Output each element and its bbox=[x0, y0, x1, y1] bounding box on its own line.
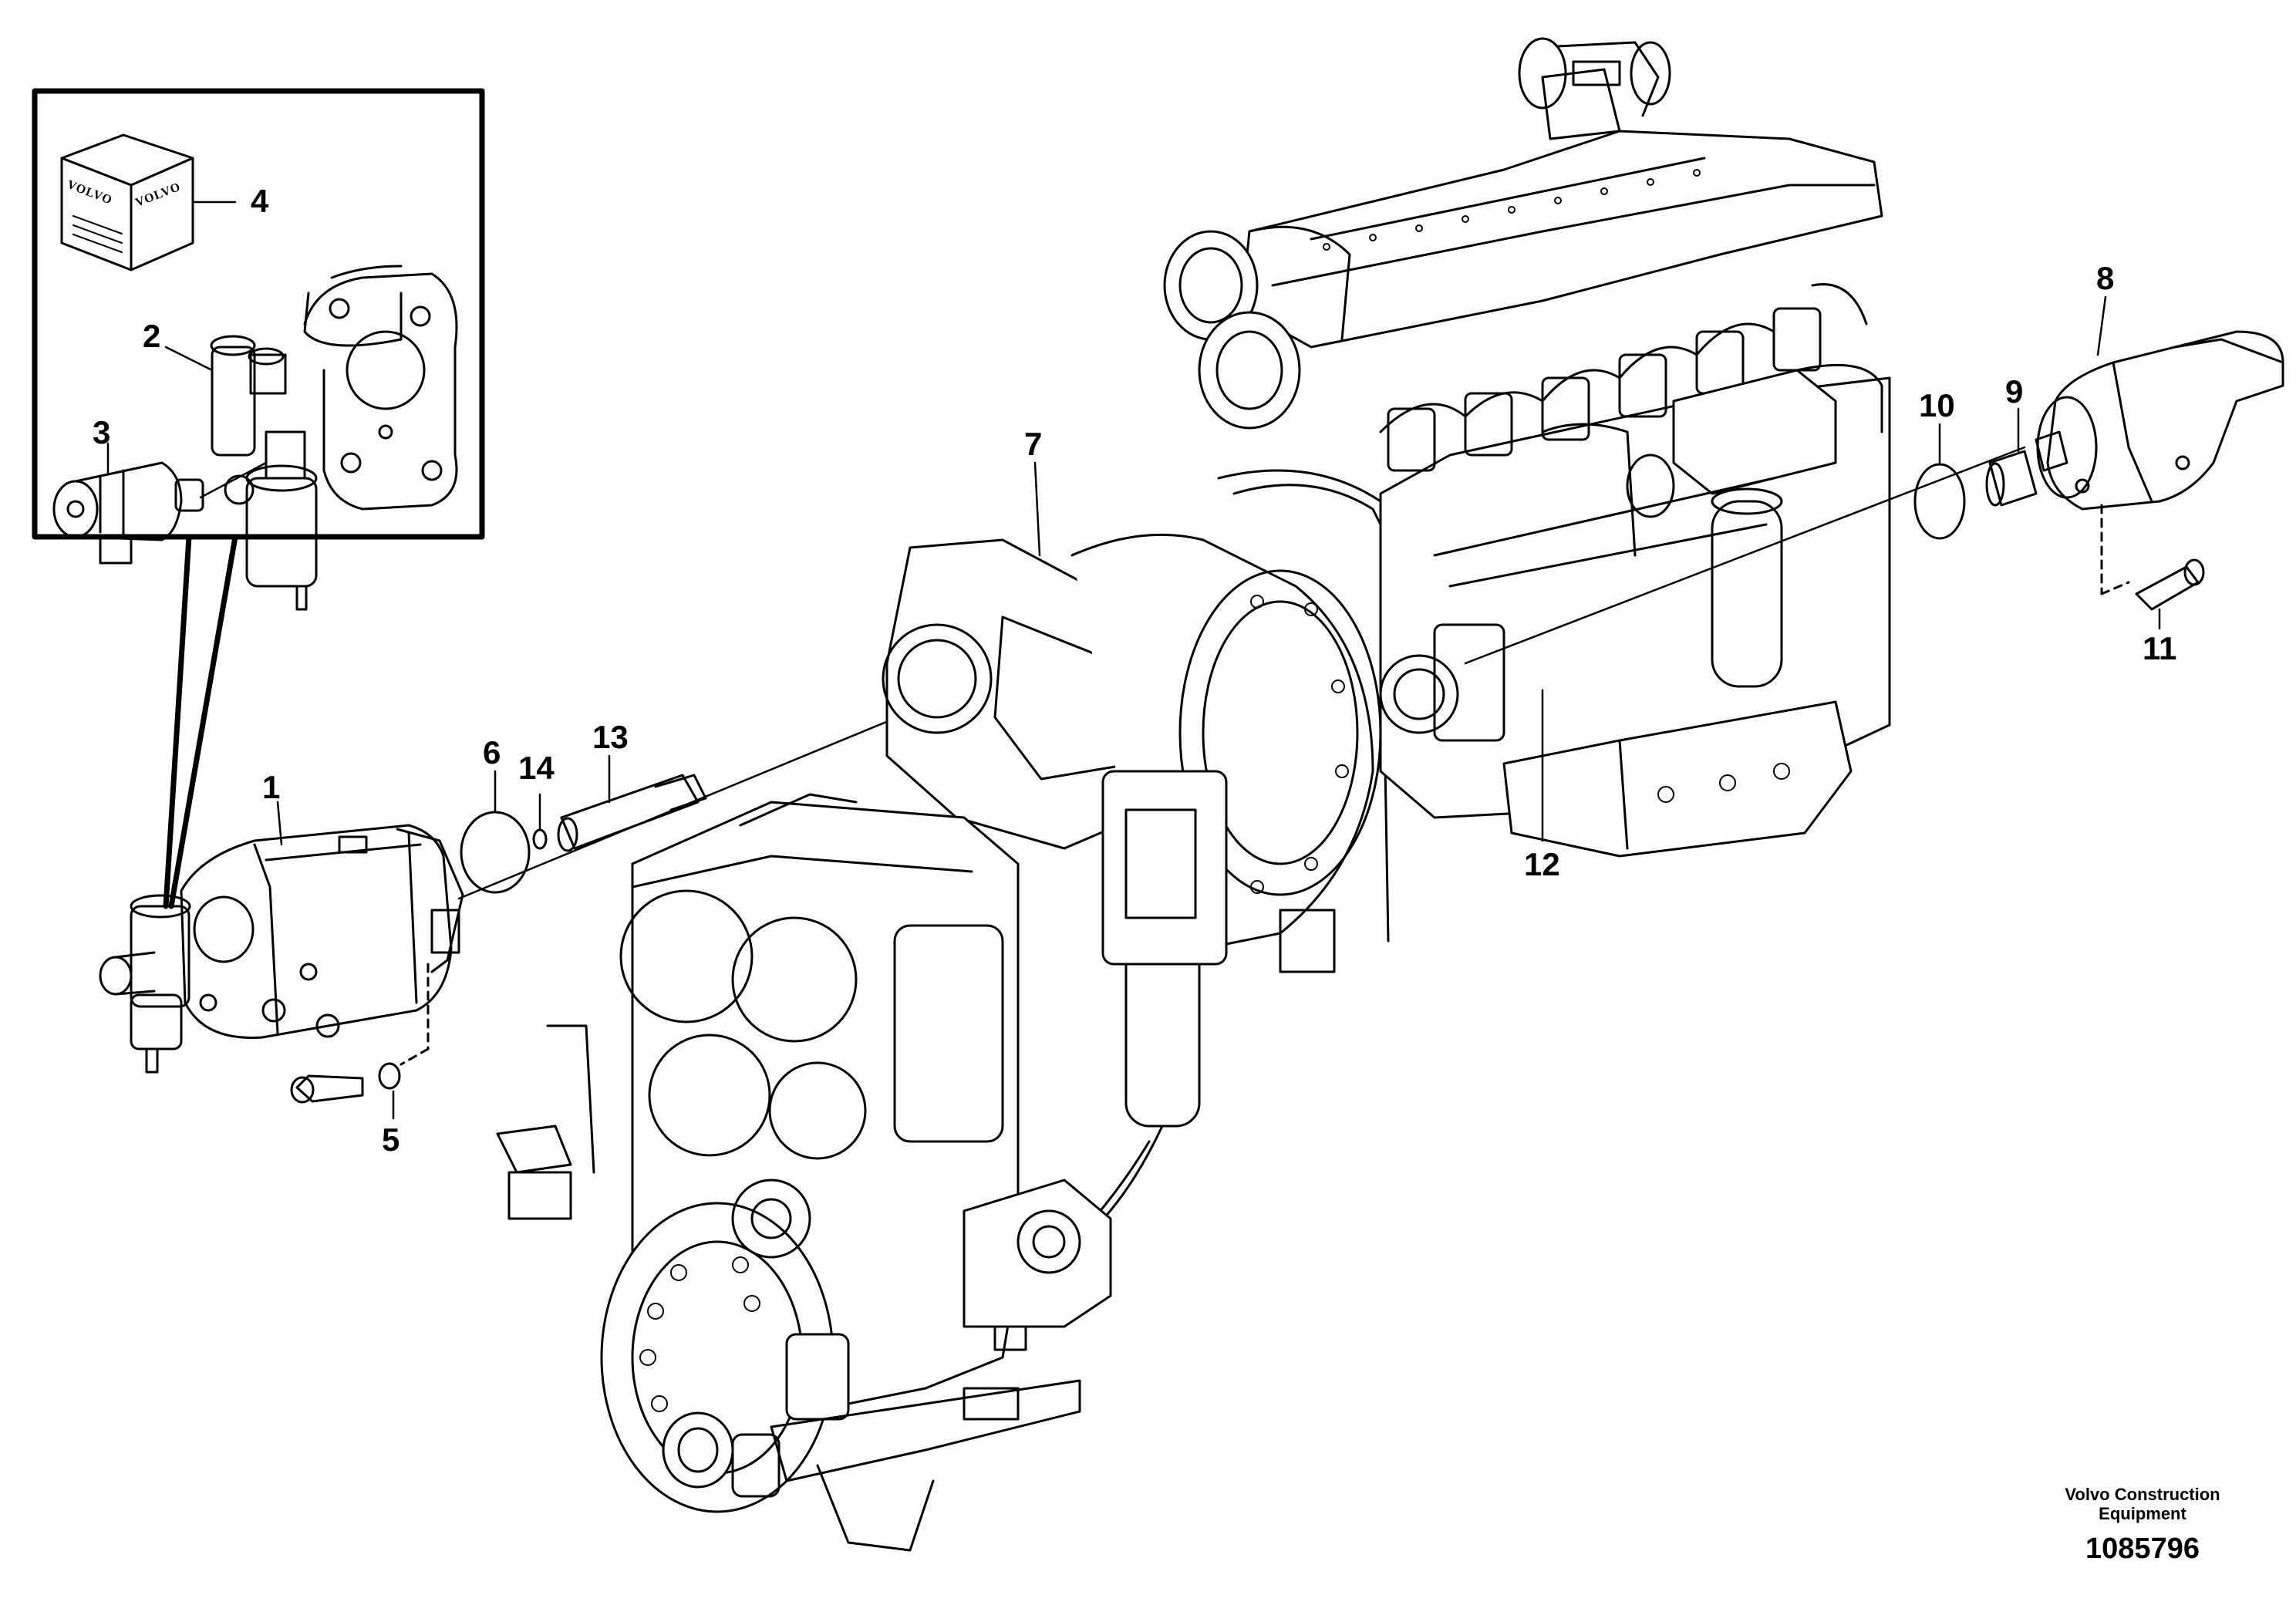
hydraulic-motor-8 bbox=[2035, 295, 2284, 595]
callout-7: 7 bbox=[1024, 426, 1042, 462]
o-ring-10 bbox=[1913, 423, 1966, 540]
callout-12: 12 bbox=[1524, 846, 1560, 882]
transmission-housing bbox=[496, 538, 1205, 1552]
callout-4: 4 bbox=[251, 183, 269, 219]
detail-inset: VOLVO VOLVO bbox=[32, 88, 485, 909]
callout-3: 3 bbox=[93, 414, 110, 450]
callout-6: 6 bbox=[483, 734, 501, 771]
callout-9: 9 bbox=[2005, 373, 2023, 410]
fuel-injectors bbox=[1379, 283, 1868, 472]
pressure-control-valve bbox=[210, 335, 318, 611]
shaft-sleeve-9 bbox=[1985, 407, 2038, 507]
drawing-number: 1085796 bbox=[2085, 1533, 2200, 1565]
snap-ring-14 bbox=[532, 793, 548, 850]
bolt-and-washer bbox=[290, 963, 430, 1120]
converter-housing bbox=[1070, 469, 1390, 973]
hydraulic-pump bbox=[99, 801, 464, 1074]
bolt-11 bbox=[2135, 558, 2205, 630]
callout-5: 5 bbox=[382, 1121, 400, 1158]
callout-8: 8 bbox=[2096, 260, 2114, 296]
callout-1: 1 bbox=[262, 769, 280, 805]
pump-flange-detail bbox=[303, 265, 458, 511]
callout-10: 10 bbox=[1919, 387, 1955, 423]
parts-kit-box: VOLVO VOLVO bbox=[60, 133, 194, 271]
callout-11: 11 bbox=[2143, 630, 2176, 666]
o-ring-6 bbox=[460, 770, 531, 894]
company-name-line2: Equipment bbox=[2099, 1504, 2186, 1523]
callout-13: 13 bbox=[592, 719, 629, 755]
company-name-line1: Volvo Construction bbox=[2065, 1485, 2220, 1504]
drive-shaft-13 bbox=[557, 754, 707, 852]
callout-2: 2 bbox=[143, 318, 160, 354]
detail-frame bbox=[32, 88, 485, 540]
callout-14: 14 bbox=[518, 750, 555, 786]
